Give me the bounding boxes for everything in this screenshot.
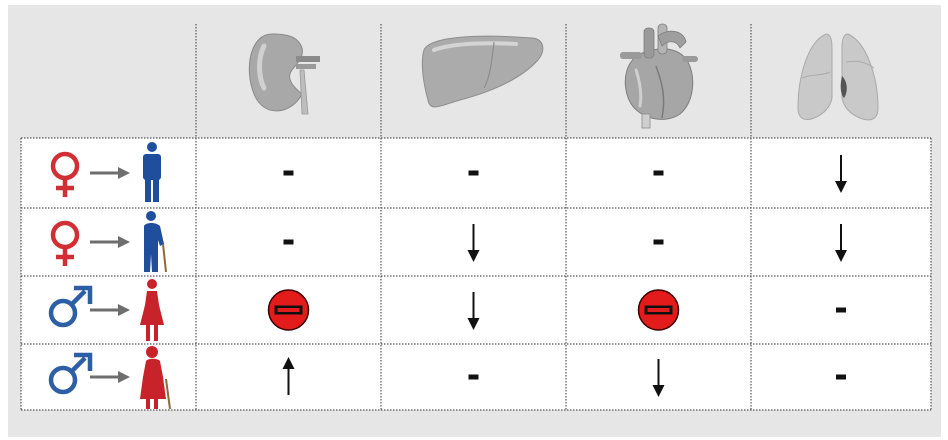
female-symbol-icon bbox=[50, 151, 80, 197]
transition-arrow-icon bbox=[90, 371, 130, 383]
heart-icon bbox=[620, 23, 698, 129]
kidney-icon bbox=[248, 33, 320, 115]
table-body bbox=[21, 138, 931, 410]
elderly-male-figure-icon bbox=[144, 211, 167, 273]
female-symbol-icon bbox=[50, 220, 80, 266]
no-entry-icon bbox=[267, 289, 310, 331]
dash-icon bbox=[653, 170, 664, 176]
male-symbol-icon bbox=[48, 352, 93, 395]
table-row bbox=[50, 211, 847, 273]
dash-icon bbox=[836, 307, 846, 313]
liver-icon bbox=[421, 35, 544, 108]
down-arrow-icon bbox=[835, 155, 847, 193]
young-female-figure-icon bbox=[140, 279, 164, 341]
table-row bbox=[48, 279, 846, 341]
no-entry-icon bbox=[637, 289, 680, 331]
table-row bbox=[50, 142, 847, 202]
dash-icon bbox=[468, 374, 479, 380]
dash-icon bbox=[836, 374, 846, 380]
down-arrow-icon bbox=[467, 292, 480, 330]
male-symbol-icon bbox=[48, 285, 93, 328]
elderly-female-figure-icon bbox=[140, 346, 171, 410]
transition-arrow-icon bbox=[90, 304, 130, 316]
down-arrow-icon bbox=[835, 224, 847, 262]
table-row bbox=[48, 346, 846, 410]
dash-icon bbox=[283, 239, 294, 245]
dash-icon bbox=[468, 170, 479, 176]
dash-icon bbox=[283, 170, 294, 176]
down-arrow-icon bbox=[467, 224, 480, 262]
dash-icon bbox=[653, 239, 664, 245]
transition-arrow-icon bbox=[90, 167, 130, 179]
down-arrow-icon bbox=[652, 359, 665, 397]
young-male-figure-icon bbox=[143, 142, 161, 202]
up-arrow-icon bbox=[282, 357, 295, 395]
lungs-icon bbox=[797, 33, 879, 121]
transition-arrow-icon bbox=[90, 236, 130, 248]
